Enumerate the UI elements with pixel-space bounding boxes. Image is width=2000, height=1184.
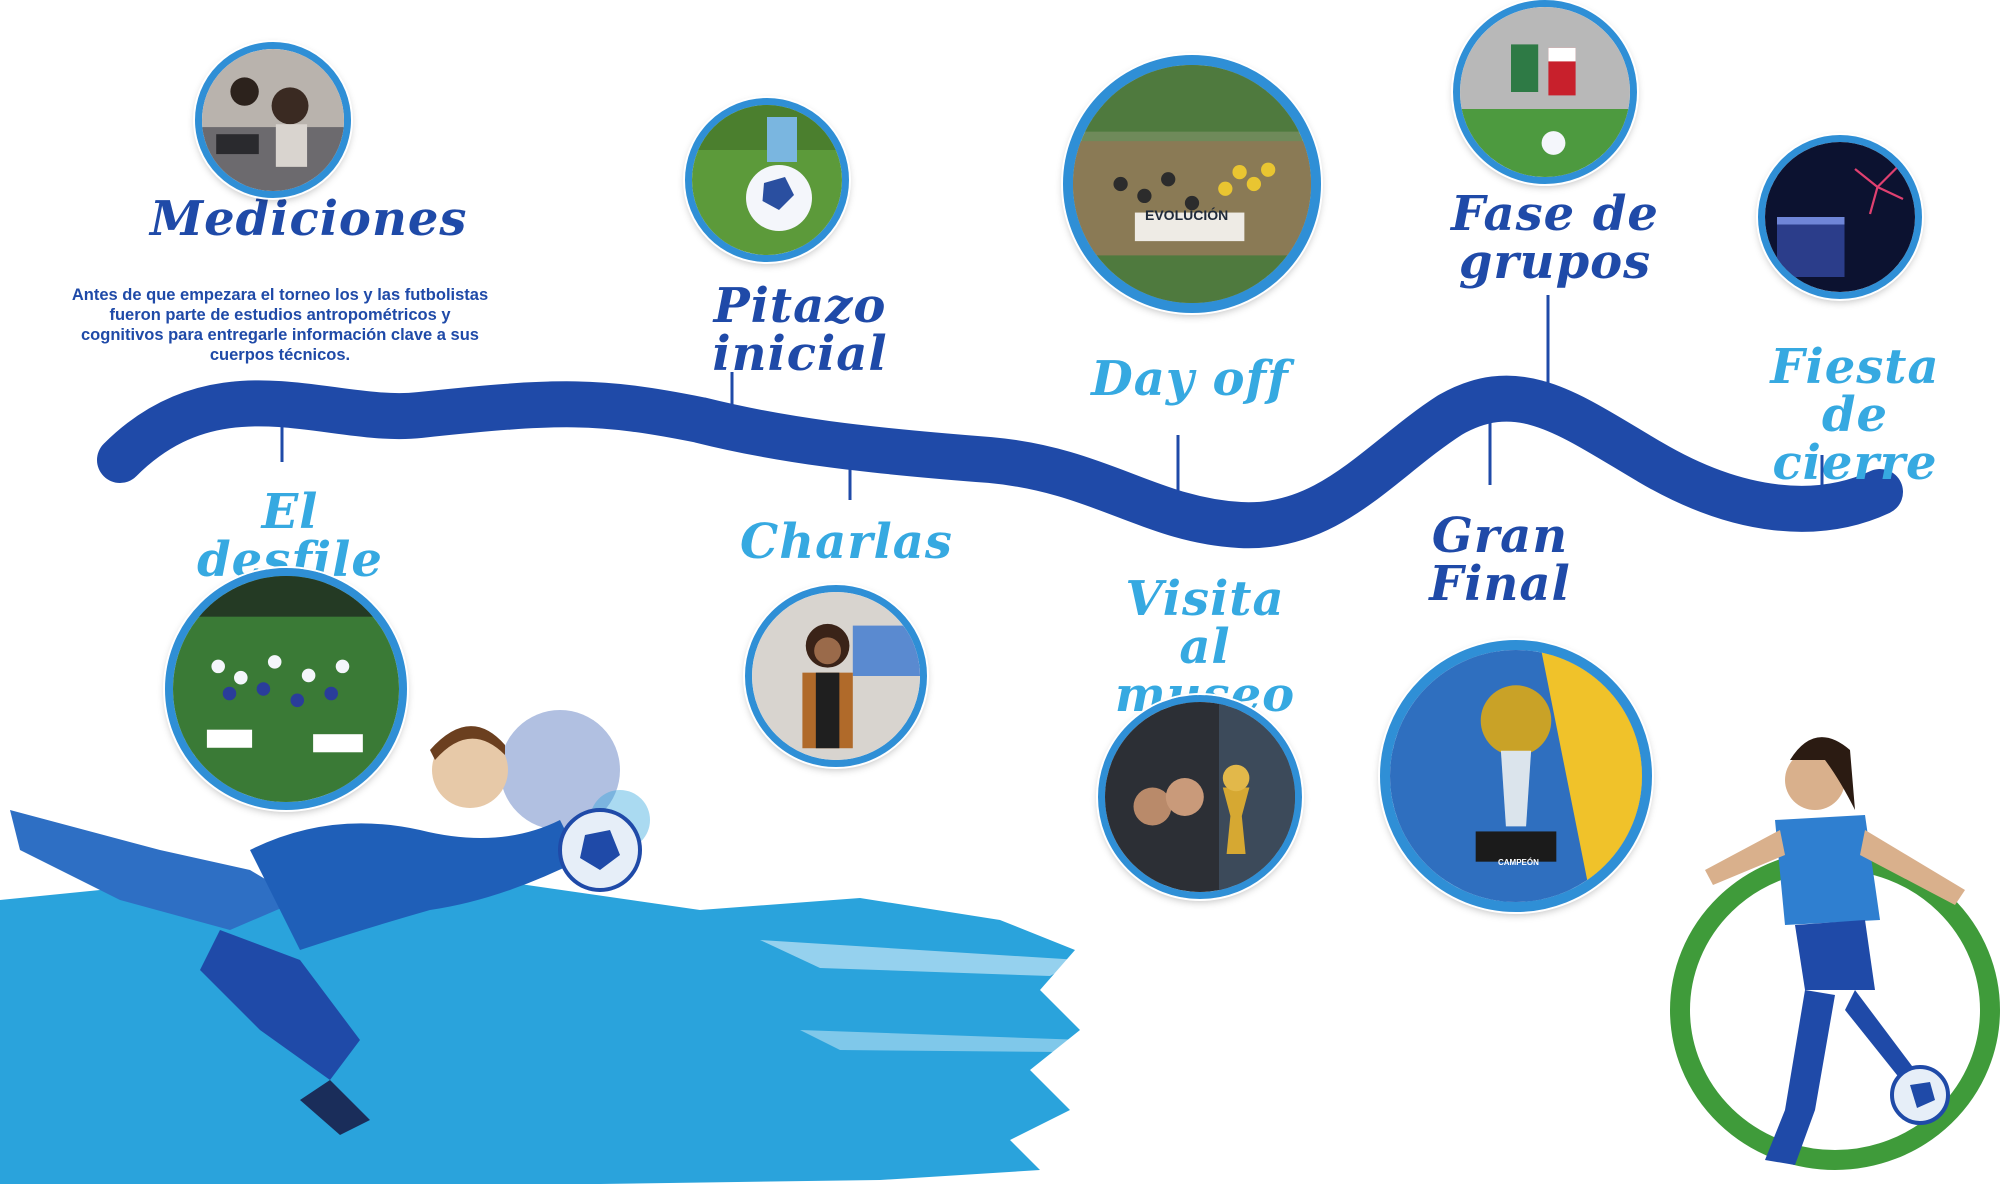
female-player-illustration [1670, 737, 2000, 1170]
title-pitazo-inicial: Pitazo inicial [712, 278, 888, 382]
photo-mediciones [195, 42, 351, 198]
title-mediciones: Mediciones [150, 191, 468, 247]
photo-charlas [745, 585, 927, 767]
photo-pitazo-inicial [685, 98, 849, 262]
photo-fiesta-de-cierre [1758, 135, 1922, 299]
photo-fase-de-grupos [1453, 0, 1637, 184]
title-charlas: Charlas [740, 514, 953, 570]
title-day-off: Day off [1091, 351, 1289, 407]
trophy-label: CAMPEÓN [1498, 858, 1539, 867]
photo-day-off: EVOLUCIÓN [1063, 55, 1321, 313]
photo-gran-final: CAMPEÓN [1380, 640, 1652, 912]
title-fiesta-de-cierre: Fiesta de cierre [1770, 339, 1940, 491]
photo-el-desfile [165, 568, 407, 810]
photo-visita-al-museo [1098, 695, 1302, 899]
title-fase-de-grupos: Fase de grupos [1451, 186, 1659, 290]
description-mediciones: Antes de que empezara el torneo los y la… [71, 285, 489, 364]
dayoff-banner-text: EVOLUCIÓN [1145, 207, 1229, 223]
goalkeeper-illustration [10, 710, 650, 1135]
title-gran-final: Gran Final [1429, 508, 1571, 612]
